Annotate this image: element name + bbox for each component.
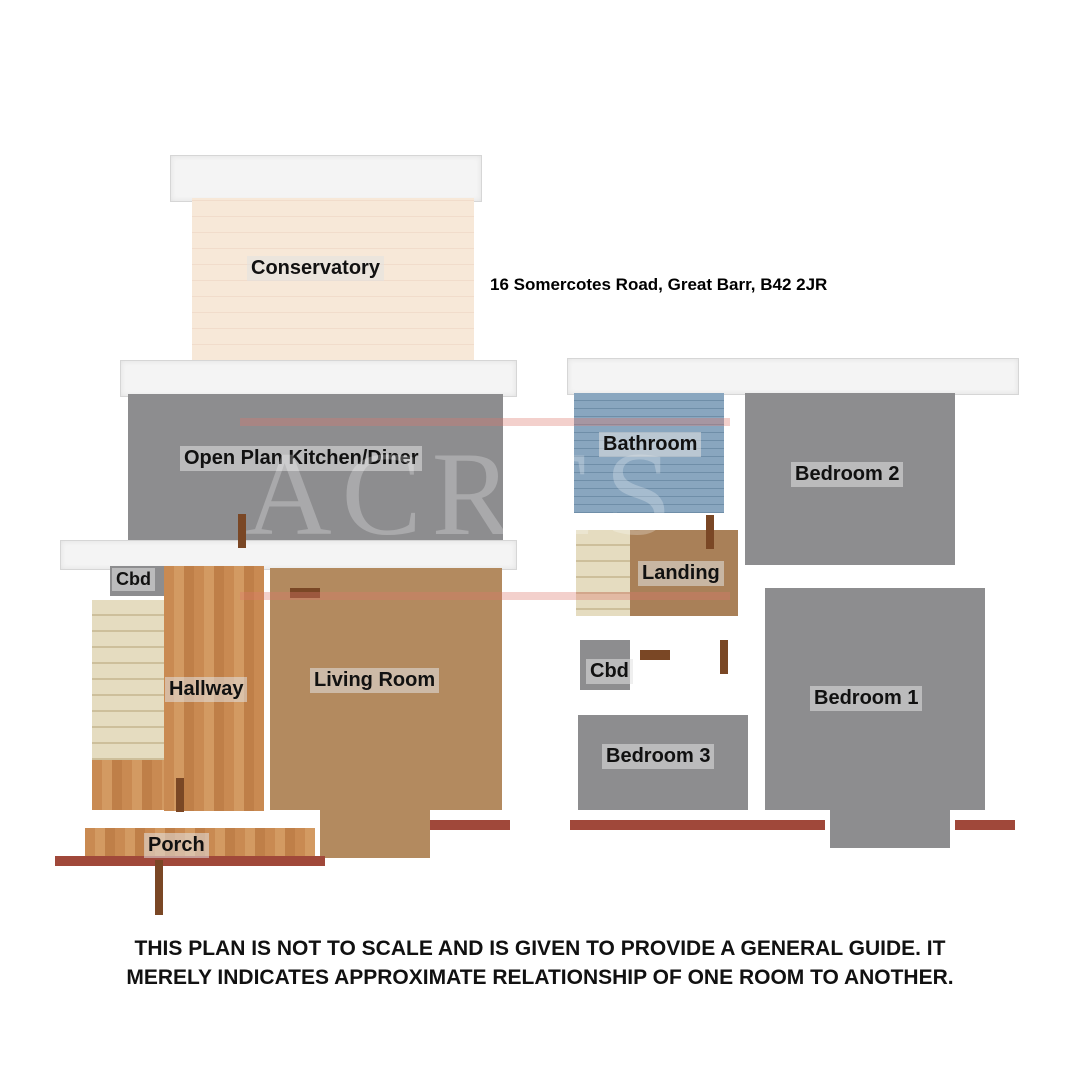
room-label-bedroom-1: Bedroom 1 — [810, 686, 923, 711]
room-label-bedroom-3: Bedroom 3 — [602, 744, 715, 769]
room-label-landing: Landing — [638, 561, 724, 586]
stairs — [92, 600, 164, 760]
room-label-porch: Porch — [144, 833, 209, 858]
bay-window-floor — [320, 808, 430, 858]
room-label-bedroom-2: Bedroom 2 — [791, 462, 904, 487]
brick-wall — [570, 820, 825, 830]
door — [290, 588, 320, 598]
room-label-cbd: Cbd — [112, 568, 155, 591]
brick-wall — [55, 856, 325, 866]
property-address: 16 Somercotes Road, Great Barr, B42 2JR — [490, 275, 828, 294]
door — [706, 515, 714, 549]
room-label-conservatory: Conservatory — [247, 256, 384, 281]
brick-wall — [430, 820, 510, 830]
first-floor-wall — [567, 358, 1019, 395]
door — [720, 640, 728, 674]
room-label-living-room: Living Room — [310, 668, 440, 693]
bay-window-floor — [830, 808, 950, 848]
room-label-cbd: Cbd — [586, 659, 633, 684]
room-label-kitchen: Open Plan Kitchen/Diner — [180, 446, 423, 471]
conservatory-wall — [170, 155, 482, 202]
stairs — [576, 530, 630, 616]
disclaimer: THIS PLAN IS NOT TO SCALE AND IS GIVEN T… — [126, 937, 954, 989]
watermark-bar — [240, 418, 730, 426]
kitchen-wall — [120, 360, 517, 397]
door — [238, 514, 246, 548]
hallway-floor-lower — [92, 760, 164, 810]
room-label-hallway: Hallway — [165, 677, 248, 702]
front-door — [155, 860, 163, 915]
brick-wall — [955, 820, 1015, 830]
door — [640, 650, 670, 660]
room-label-bathroom: Bathroom — [599, 432, 702, 457]
watermark-bar — [240, 592, 730, 600]
door — [176, 778, 184, 812]
